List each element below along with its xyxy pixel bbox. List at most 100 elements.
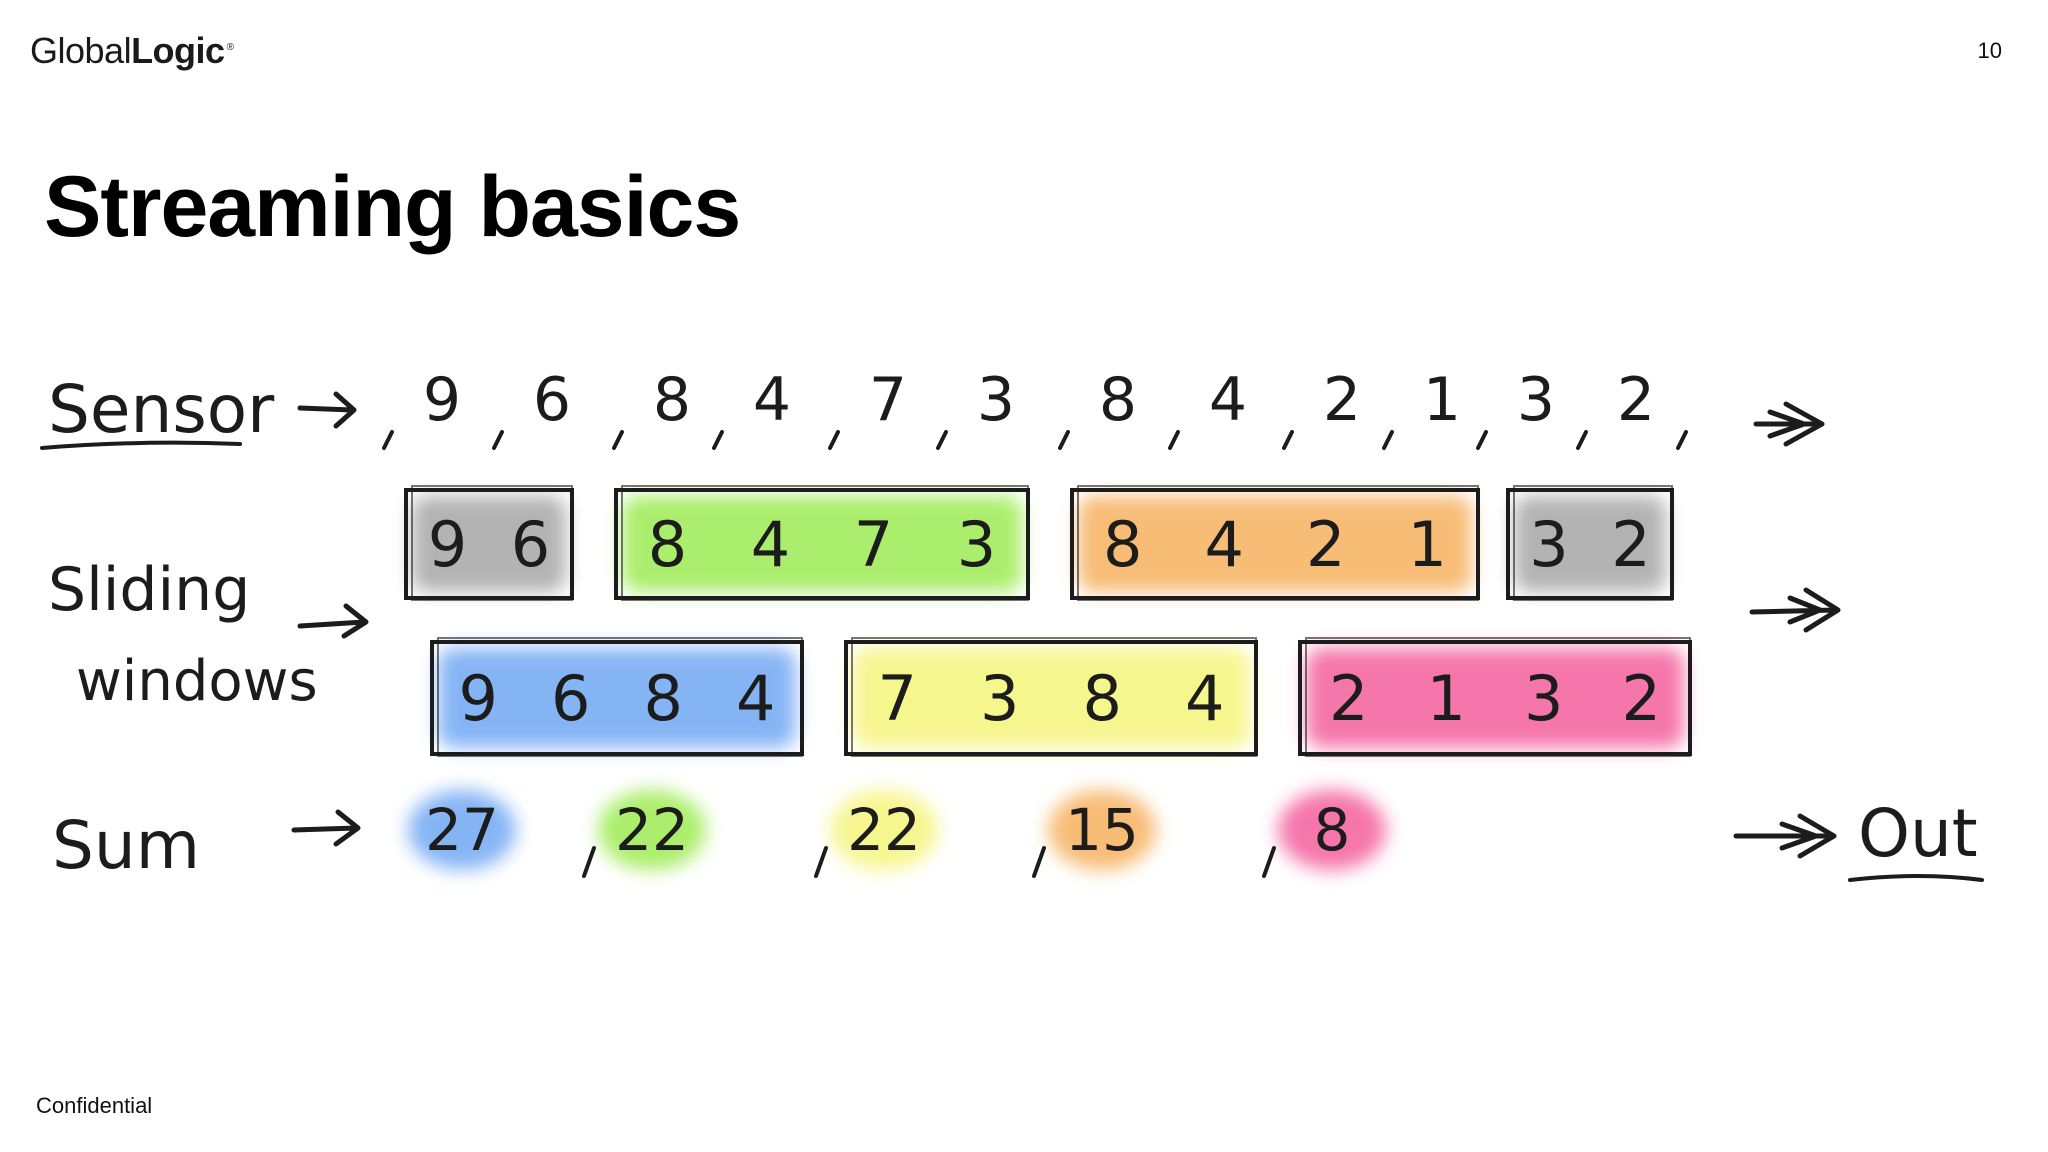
- logo-text-global: Global: [30, 30, 132, 71]
- slide-title: Streaming basics: [44, 159, 741, 255]
- window-box-sketch: [1077, 485, 1479, 601]
- sensor-value: 3: [977, 365, 1015, 435]
- sensor-comma: [828, 430, 840, 450]
- sensor-comma: [936, 430, 948, 450]
- windows-arrow-icon: [297, 603, 369, 639]
- sensor-comma: [382, 430, 394, 450]
- window-box-sketch: [621, 485, 1029, 601]
- window-value: 1: [1427, 662, 1466, 735]
- window-value: 6: [551, 662, 590, 735]
- sensor-value: 7: [869, 365, 907, 435]
- sum-highlight: [830, 790, 938, 870]
- sensor-value: 8: [653, 365, 691, 435]
- sum-arrow-icon: [291, 809, 361, 847]
- sum-value: 15: [1065, 796, 1139, 864]
- sum-value: 22: [847, 796, 921, 864]
- sensor-comma: [1476, 430, 1488, 450]
- sensor-comma: [1576, 430, 1588, 450]
- sensor-comma: [1282, 430, 1294, 450]
- sum-value: 22: [615, 796, 689, 864]
- sensor-value: 1: [1423, 365, 1461, 435]
- window-box-sketch: [1513, 485, 1673, 601]
- window-box-sketch: [437, 637, 803, 757]
- window-value: 3: [1529, 508, 1568, 581]
- sum-comma: [582, 846, 596, 878]
- window-value: 4: [736, 662, 775, 735]
- sensor-value: 4: [753, 365, 791, 435]
- sensor-comma: [712, 430, 724, 450]
- window-value: 1: [1408, 508, 1447, 581]
- window-value: 9: [428, 508, 467, 581]
- sum-highlight: [1048, 790, 1156, 870]
- window-value: 7: [854, 508, 893, 581]
- sum-comma: [1032, 846, 1046, 878]
- sensor-arrow-icon: [297, 391, 357, 429]
- window-box-sketch: [411, 485, 573, 601]
- window-value: 3: [980, 662, 1019, 735]
- sum-value: 27: [425, 796, 499, 864]
- windows-label: windows: [76, 649, 318, 714]
- window-value: 2: [1329, 662, 1368, 735]
- window-highlight: [1078, 496, 1472, 592]
- window-value: 4: [751, 508, 790, 581]
- sum-highlight: [1278, 790, 1386, 870]
- sensor-comma: [492, 430, 504, 450]
- sum-label: Sum: [52, 807, 200, 884]
- window-value: 8: [1103, 508, 1142, 581]
- sensor-value: 2: [1617, 365, 1655, 435]
- window-value: 4: [1205, 508, 1244, 581]
- sum-out-arrow-icon: [1733, 813, 1837, 859]
- sensor-comma: [1676, 430, 1688, 450]
- sensor-underline: [40, 440, 242, 450]
- sensor-comma: [1168, 430, 1180, 450]
- sensor-label: Sensor: [48, 371, 275, 448]
- sum-values: 27 22 22 15 8: [408, 790, 1386, 878]
- window-value: 7: [878, 662, 917, 735]
- sensor-value: 9: [423, 365, 461, 435]
- window-value: 3: [1524, 662, 1563, 735]
- sum-highlight: [598, 790, 706, 870]
- out-label: Out: [1858, 795, 1978, 872]
- window-highlight: [438, 648, 796, 748]
- page-number: 10: [1977, 38, 2002, 63]
- sensor-value: 8: [1099, 365, 1137, 435]
- sensor-out-arrow-icon: [1753, 401, 1825, 447]
- window-highlight: [622, 496, 1022, 592]
- window-value: 2: [1611, 508, 1650, 581]
- sum-comma: [1262, 846, 1276, 878]
- sum-value: 8: [1314, 796, 1351, 864]
- sensor-value: 2: [1323, 365, 1361, 435]
- window-box-sketch: [851, 637, 1257, 757]
- sensor-value: 4: [1209, 365, 1247, 435]
- window-value: 8: [648, 508, 687, 581]
- globallogic-logo: GlobalLogic®: [30, 30, 234, 72]
- windows-out-arrow-icon: [1749, 587, 1841, 633]
- window-box-sketch: [1305, 637, 1691, 757]
- window-highlight: [1306, 648, 1684, 748]
- window-value: 2: [1306, 508, 1345, 581]
- sensor-comma: [1382, 430, 1394, 450]
- sum-comma: [814, 846, 828, 878]
- sum-highlight: [408, 790, 516, 870]
- sliding-label: Sliding: [48, 555, 250, 625]
- window-value: 2: [1622, 662, 1661, 735]
- window-highlight: [412, 496, 566, 592]
- window-highlight: [852, 648, 1250, 748]
- logo-registered-mark: ®: [226, 42, 234, 53]
- window-highlight: [1514, 496, 1666, 592]
- logo-text-logic: Logic: [131, 30, 225, 71]
- out-underline: [1848, 874, 1984, 882]
- sensor-comma: [612, 430, 624, 450]
- confidential-footer: Confidential: [36, 1093, 153, 1118]
- window-value: 8: [644, 662, 683, 735]
- window-value: 3: [957, 508, 996, 581]
- window-value: 6: [511, 508, 550, 581]
- sensor-comma: [1058, 430, 1070, 450]
- window-value: 4: [1185, 662, 1224, 735]
- sensor-value: 3: [1517, 365, 1555, 435]
- window-value: 8: [1083, 662, 1122, 735]
